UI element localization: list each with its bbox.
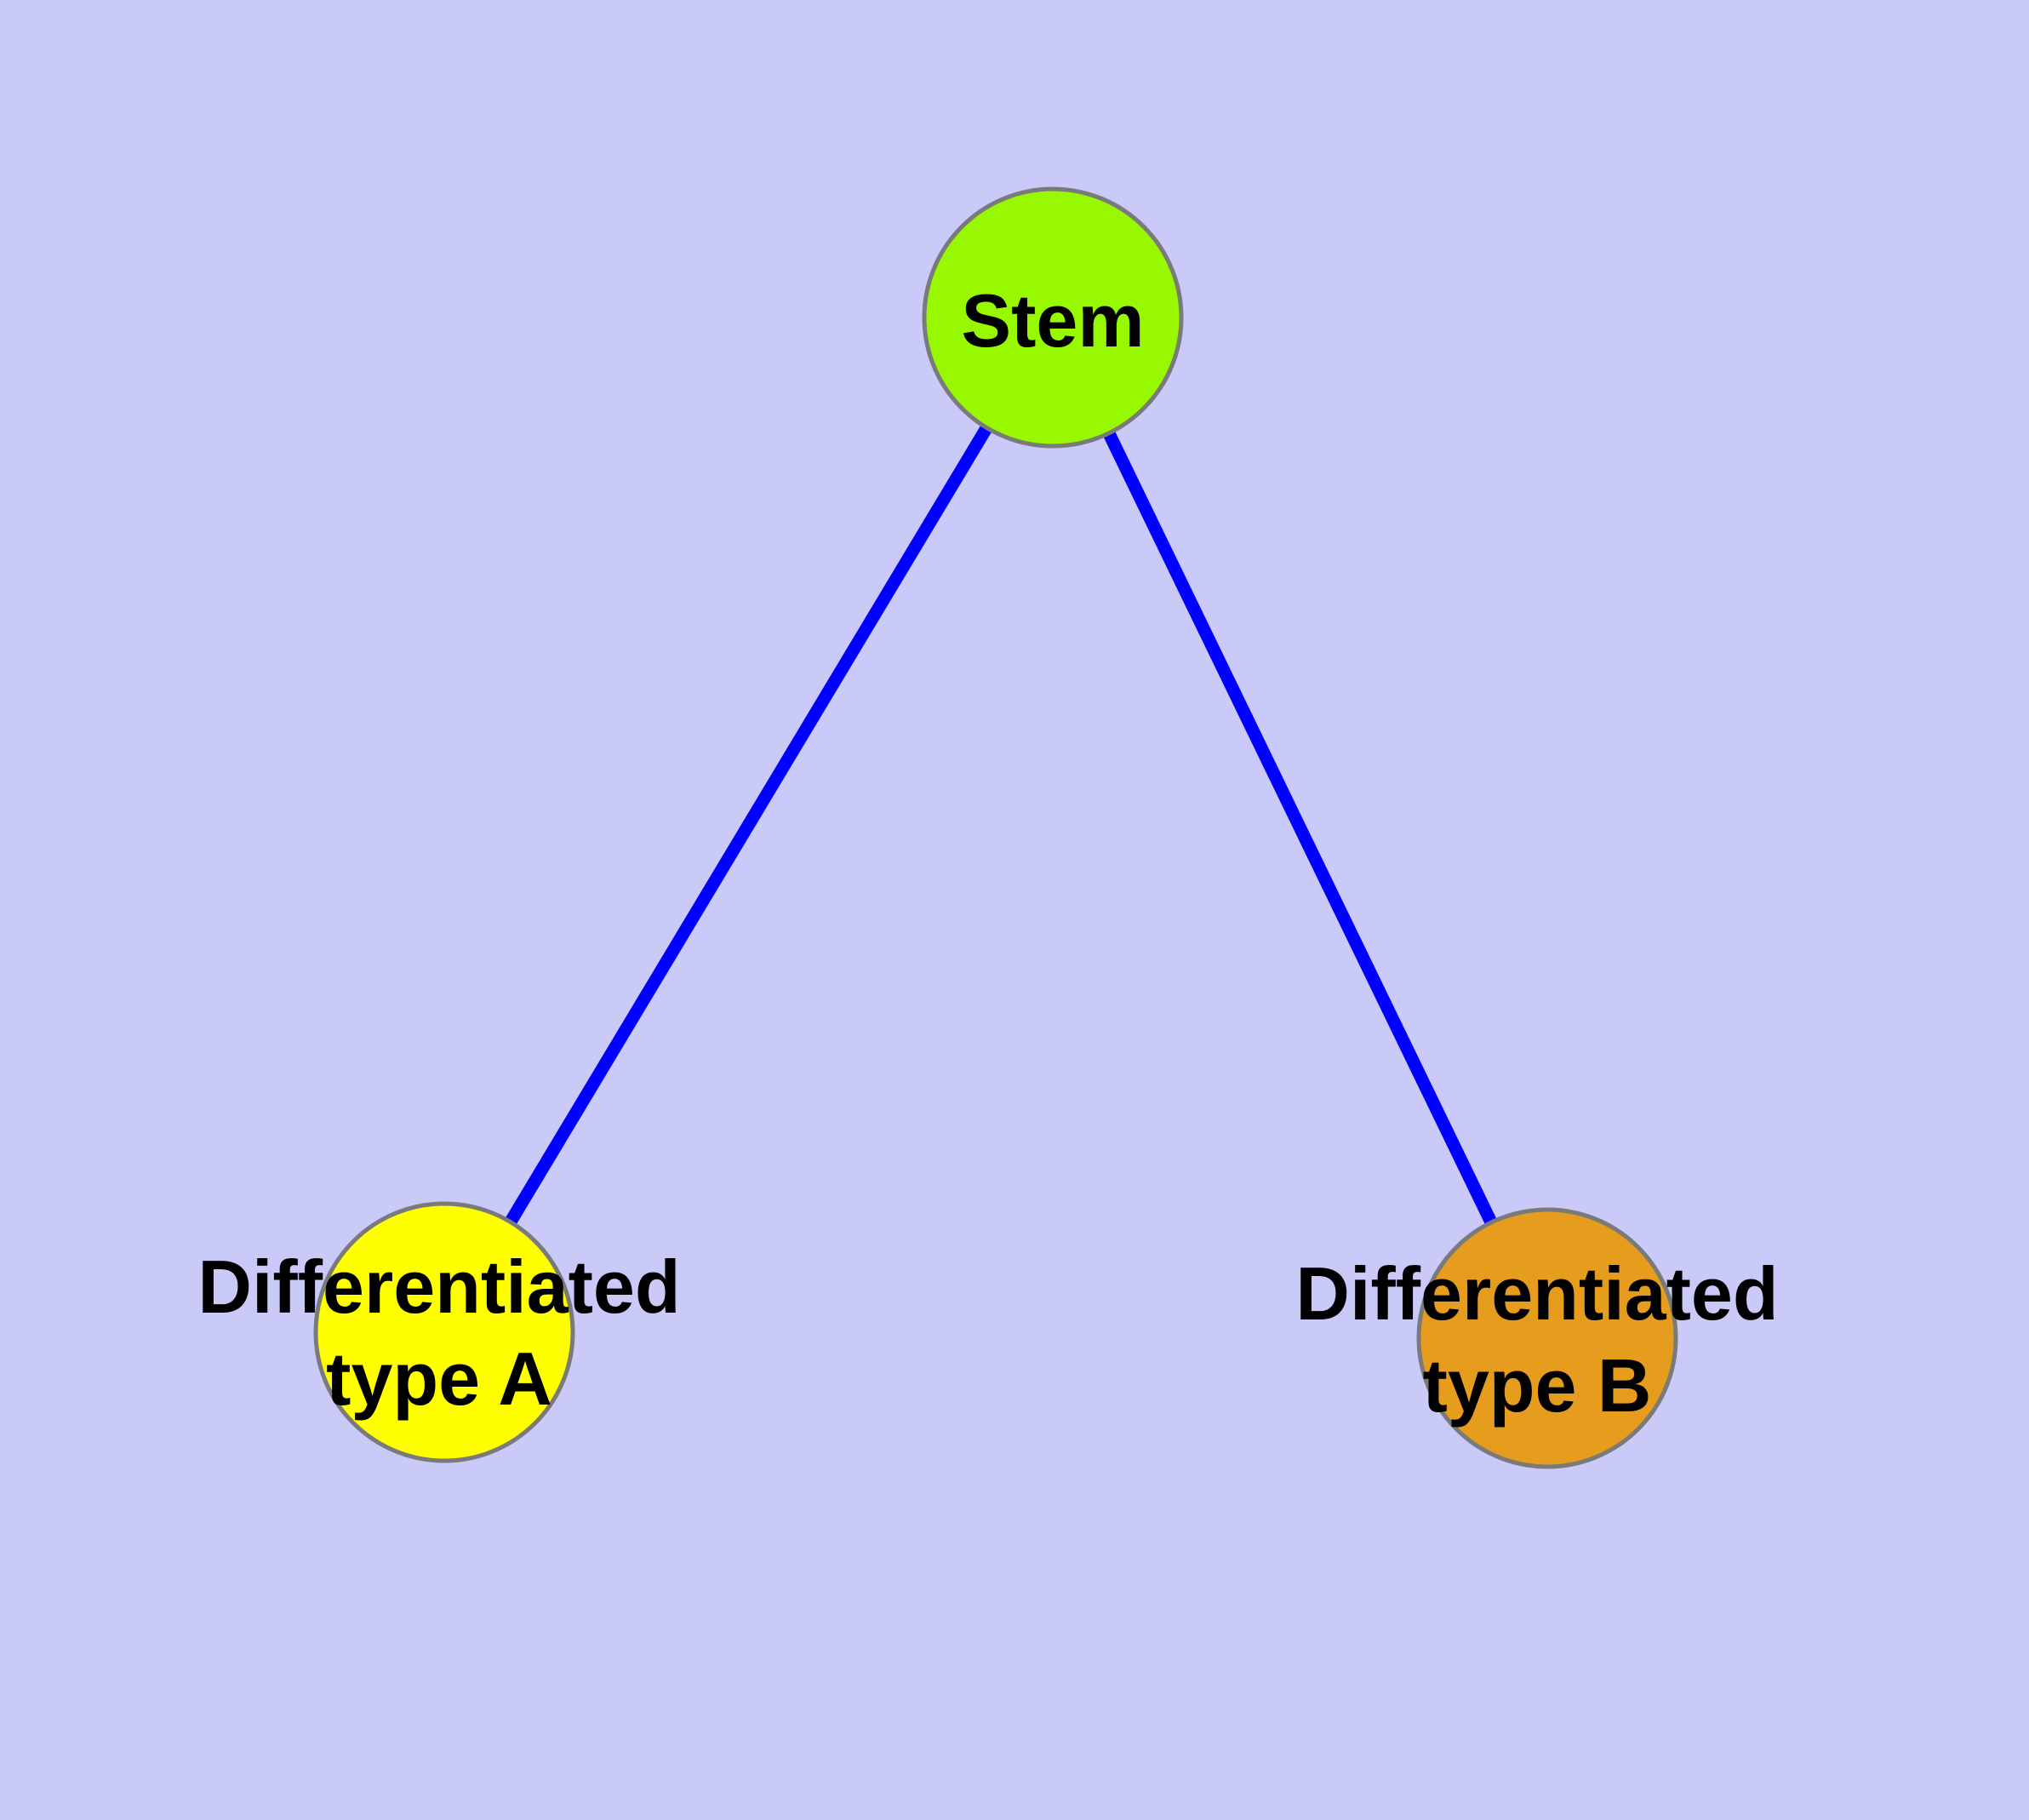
node-differentiated-type-a	[313, 1201, 575, 1463]
node-label-line: type A	[326, 1336, 552, 1421]
node-stem	[922, 186, 1184, 449]
node-label-line: Differentiated	[1295, 1251, 1779, 1336]
node-label-differentiated-type-b: Differentiated type B	[1295, 1248, 1778, 1432]
node-label-stem: Stem	[961, 275, 1144, 367]
node-label-line: Differentiated	[197, 1245, 681, 1329]
edge-stem-to-type-a	[438, 314, 1059, 1336]
node-label-line: type B	[1422, 1343, 1652, 1428]
node-label-line: Stem	[961, 278, 1145, 363]
node-differentiated-type-b	[1416, 1207, 1678, 1469]
edge-stem-to-type-b	[1047, 314, 1553, 1342]
node-label-differentiated-type-a: Differentiated type A	[197, 1241, 680, 1425]
